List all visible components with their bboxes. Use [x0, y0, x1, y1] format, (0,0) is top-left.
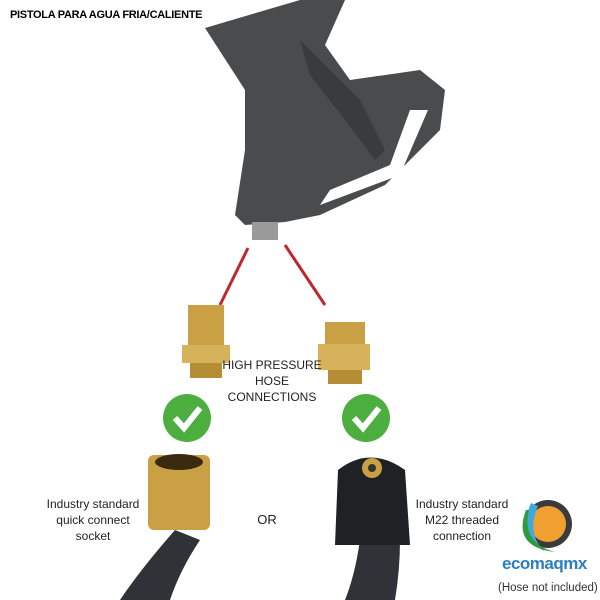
pointer-line-right — [283, 244, 327, 306]
left-label-line: Industry standard — [46, 497, 140, 511]
left-label: Industry standard quick connect socket — [38, 496, 148, 544]
left-label-line: quick connect — [56, 513, 130, 527]
right-label-line: Industry standard — [415, 497, 509, 511]
center-label: HIGH PRESSURE HOSE CONNECTIONS — [222, 357, 322, 405]
m22-threaded-coupler — [335, 457, 410, 600]
center-label-line: HIGH PRESSURE — [222, 358, 322, 372]
or-label: OR — [257, 512, 277, 527]
left-label-line: socket — [75, 529, 111, 543]
check-icon-left — [163, 394, 211, 442]
right-label-line: connection — [432, 529, 492, 543]
check-icon-right — [342, 394, 390, 442]
ecomaqmx-logo — [522, 500, 572, 552]
pointer-line-left — [218, 247, 250, 306]
footnote: (Hose not included) — [498, 582, 598, 594]
right-label-line: M22 threaded — [424, 513, 500, 527]
center-label-line: HOSE — [254, 374, 289, 388]
product-title: PISTOLA PARA AGUA FRIA/CALIENTE — [10, 9, 203, 21]
center-label-line: CONNECTIONS — [227, 390, 317, 404]
spray-gun — [205, 0, 445, 240]
quick-connect-plug — [182, 305, 230, 378]
quick-connect-socket — [120, 454, 210, 600]
m22-fitting — [318, 322, 370, 384]
right-label: Industry standard M22 threaded connectio… — [408, 496, 516, 544]
logo-text: ecomaqmx — [502, 554, 587, 573]
